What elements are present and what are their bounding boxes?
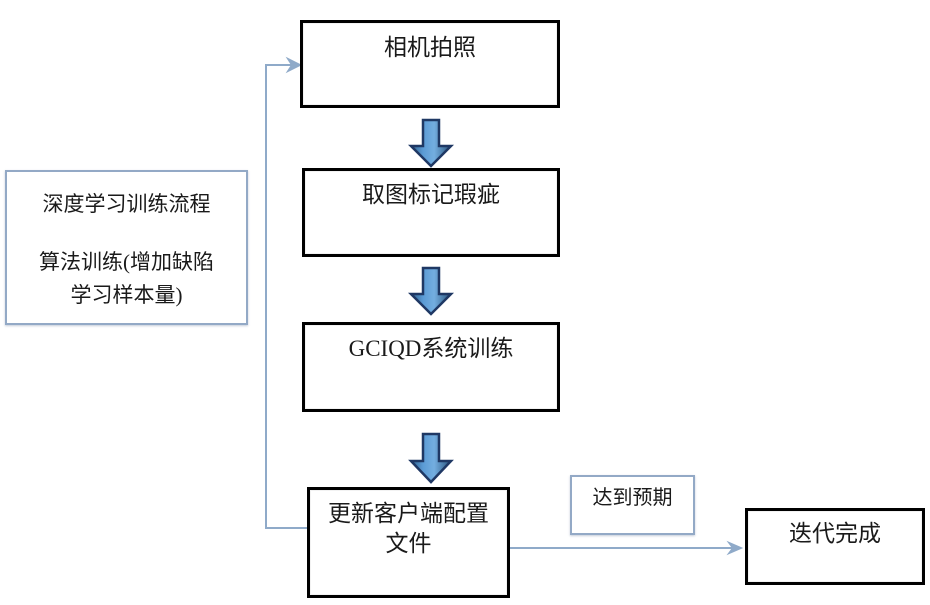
block-arrow-down-2 xyxy=(407,266,455,316)
note-box-training-process: 深度学习训练流程 算法训练(增加缺陷 学习样本量) xyxy=(5,170,248,325)
node-camera-capture[interactable]: 相机拍照 xyxy=(300,20,560,108)
node-gciqd-training[interactable]: GCIQD系统训练 xyxy=(302,322,560,412)
edge-to-iteration-complete xyxy=(510,547,732,549)
node-camera-capture-label: 相机拍照 xyxy=(384,35,476,60)
node-mark-defects-label: 取图标记瑕疵 xyxy=(362,182,500,207)
feedback-line-vertical xyxy=(265,64,267,529)
edge-to-iteration-complete-arrowhead-icon xyxy=(726,540,744,556)
block-arrow-down-1 xyxy=(407,118,455,168)
node-mark-defects[interactable]: 取图标记瑕疵 xyxy=(302,168,560,257)
node-update-client-config[interactable]: 更新客户端配置 文件 xyxy=(307,487,510,598)
node-update-client-config-label: 更新客户端配置 文件 xyxy=(328,501,489,556)
block-arrow-down-3 xyxy=(408,432,454,484)
note-line-1: 深度学习训练流程 xyxy=(42,192,211,216)
node-iteration-complete[interactable]: 迭代完成 xyxy=(745,508,925,585)
node-iteration-complete-label: 迭代完成 xyxy=(789,521,881,546)
node-gciqd-training-label: GCIQD系统训练 xyxy=(348,336,514,361)
note-line-2: 算法训练(增加缺陷 学习样本量) xyxy=(39,250,214,307)
feedback-arrowhead-icon xyxy=(285,56,303,74)
edge-label-meets-expectation: 达到预期 xyxy=(570,475,695,535)
edge-label-meets-expectation-text: 达到预期 xyxy=(592,487,673,509)
feedback-line-top xyxy=(265,64,298,66)
feedback-line-bottom xyxy=(265,527,308,529)
